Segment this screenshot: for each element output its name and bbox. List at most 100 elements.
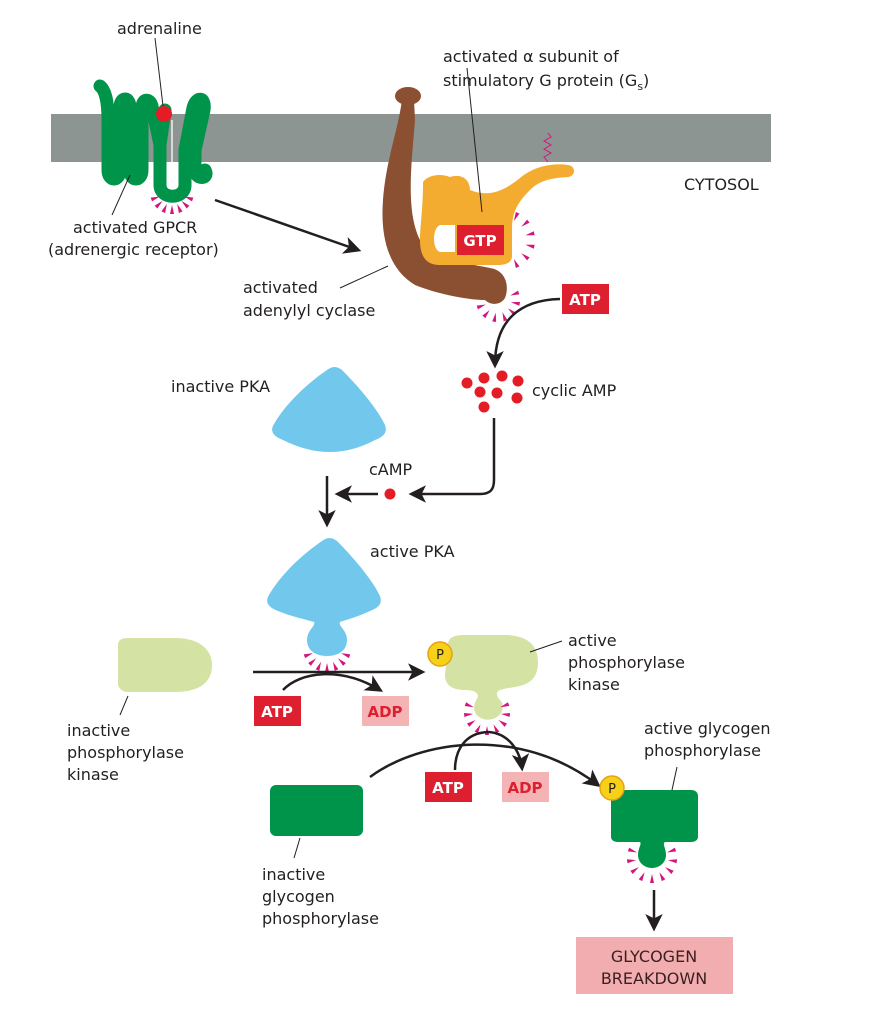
pka-activation-spikes xyxy=(303,653,351,672)
active-pka xyxy=(267,538,381,656)
inactive-pk-label-line1: inactive xyxy=(67,721,130,740)
activation-spike xyxy=(630,867,639,874)
adrenaline-molecule xyxy=(156,106,172,122)
atp-label-cyclase: ATP xyxy=(569,291,601,309)
gs-label-line1: activated α subunit of xyxy=(443,47,619,66)
atp-label-pk: ATP xyxy=(432,779,464,797)
camp-label: cAMP xyxy=(369,460,413,479)
activation-spike xyxy=(485,726,489,735)
activation-spike xyxy=(650,874,654,883)
gs-activation-spikes xyxy=(513,211,535,269)
active-gp-label-line1: active glycogen xyxy=(644,719,771,738)
activation-spike xyxy=(467,720,476,727)
activation-spike xyxy=(161,203,167,213)
phosphate-label-gp: P xyxy=(608,782,616,797)
activation-spike xyxy=(638,872,645,882)
active-phosphorylase-kinase xyxy=(445,635,538,720)
activation-spike xyxy=(315,661,322,671)
inactive-phosphorylase-kinase xyxy=(118,638,212,692)
activation-spike xyxy=(513,211,520,221)
activation-spike xyxy=(498,720,507,727)
activation-spike xyxy=(665,867,674,874)
activation-spike xyxy=(464,702,474,708)
atp-badge-pka xyxy=(254,696,301,726)
cyclase-activation-spikes xyxy=(476,290,521,323)
active-pk-label-line2: phosphorylase xyxy=(568,653,685,672)
activation-spike xyxy=(341,653,351,659)
camp-to-pka-arrow xyxy=(408,418,496,503)
activation-spike xyxy=(150,196,160,202)
atp-label-pka: ATP xyxy=(261,703,293,721)
activation-spike xyxy=(303,653,313,659)
atp-to-adp-arrow-pka xyxy=(282,672,384,692)
adrenaline-leader-line xyxy=(154,37,164,107)
atp-to-adp-arrow-pk xyxy=(453,730,530,772)
gp-activation-spikes xyxy=(626,847,678,883)
cyclic-amp-label: cyclic AMP xyxy=(532,381,617,400)
inactive-pka-label: inactive PKA xyxy=(171,377,270,396)
activation-spike xyxy=(170,205,174,214)
activation-spike xyxy=(493,724,500,734)
adp-badge-pka xyxy=(362,696,409,726)
inactive-gp-leader-line xyxy=(293,837,301,859)
activation-spike xyxy=(525,244,535,249)
inactive-pk-leader-line xyxy=(119,695,129,716)
outcome-label-line1: GLYCOGEN xyxy=(611,947,697,966)
lipid-anchor xyxy=(542,132,553,163)
cyclic-amp-cluster xyxy=(461,370,524,413)
phosphate-label-pk: P xyxy=(436,648,444,663)
adp-badge-pk xyxy=(502,772,549,802)
active-gp-leader-line xyxy=(671,766,678,791)
activation-spike xyxy=(502,312,508,322)
inactive-pk-label-line3: kinase xyxy=(67,765,119,784)
phosphate-icon-pk xyxy=(427,641,453,667)
adenylyl-cyclase xyxy=(382,87,507,304)
activation-spike xyxy=(474,724,481,734)
camp-molecule xyxy=(384,488,396,500)
cyclase-leader-line xyxy=(339,265,389,289)
activation-spike xyxy=(626,859,637,864)
activation-spike xyxy=(337,658,346,666)
adrenaline-label: adrenaline xyxy=(117,19,202,38)
cyclase-label-line2: adenylyl cyclase xyxy=(243,301,375,320)
activation-spike xyxy=(325,663,329,672)
active-pk-leader-line xyxy=(529,640,563,653)
active-pk-label-line1: active xyxy=(568,631,617,650)
active-gp-label-line2: phosphorylase xyxy=(644,741,761,760)
gpcr-label-line1: activated GPCR xyxy=(73,218,197,237)
activation-spike xyxy=(184,196,194,202)
activation-spike xyxy=(667,847,677,853)
glycogen-breakdown-box xyxy=(576,937,733,994)
activation-spike xyxy=(177,203,183,213)
inactive-gp-label-line1: inactive xyxy=(262,865,325,884)
adp-label-pka: ADP xyxy=(367,703,402,721)
inactive-pka xyxy=(272,367,386,452)
atp-to-camp-arrow xyxy=(486,297,561,369)
gtp-badge xyxy=(457,225,504,255)
atp-badge-cyclase xyxy=(562,284,609,314)
gpcr-receptor xyxy=(93,79,213,203)
activation-spike xyxy=(659,872,666,882)
activation-spike xyxy=(500,713,511,717)
activation-spike xyxy=(482,309,490,319)
atp-badge-pk xyxy=(425,772,472,802)
activation-spike xyxy=(476,304,486,310)
activation-spike xyxy=(521,253,530,261)
activation-spike xyxy=(667,859,678,864)
active-pk-label-line3: kinase xyxy=(568,675,620,694)
inactive-gp-label-line3: phosphorylase xyxy=(262,909,379,928)
gpcr-leader-line xyxy=(111,174,131,216)
cyclase-label-line1: activated xyxy=(243,278,318,297)
inactive-pk-label-line2: phosphorylase xyxy=(67,743,184,762)
gpcr-to-cyclase-arrow xyxy=(214,198,362,254)
activation-spike xyxy=(154,200,163,209)
gpcr-label-line2: (adrenergic receptor) xyxy=(48,240,219,259)
activation-spike xyxy=(181,200,190,209)
activation-spike xyxy=(510,290,520,296)
active-pka-label: active PKA xyxy=(370,542,455,561)
inactive-gp-label-line2: glycogen xyxy=(262,887,335,906)
gtp-label: GTP xyxy=(463,232,496,250)
pk-activation-spikes xyxy=(463,702,511,735)
gs-leader-line xyxy=(466,67,483,213)
activation-spike xyxy=(525,231,535,236)
